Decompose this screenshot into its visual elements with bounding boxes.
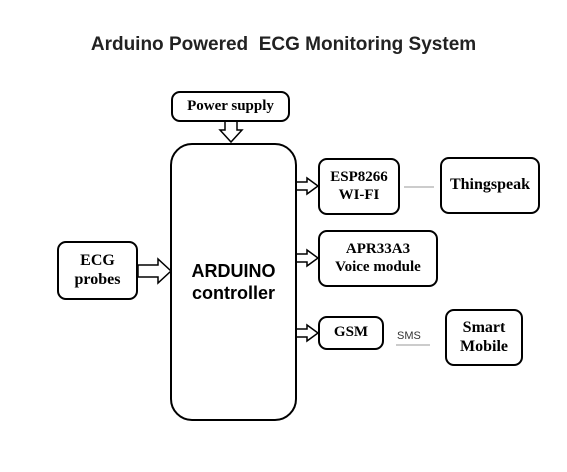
voice-module-label: APR33A3 Voice module — [335, 241, 421, 275]
gsm-label: GSM — [333, 324, 369, 341]
power-supply-block: Power supply — [171, 91, 290, 122]
esp8266-label: ESP8266 WI-FI — [330, 169, 388, 203]
smart-mobile-block: Smart Mobile — [445, 309, 523, 366]
arrow-controller-to-voice — [295, 248, 320, 268]
power-supply-label: Power supply — [187, 97, 274, 114]
ecg-probes-block: ECG probes — [57, 241, 138, 300]
gsm-block: GSM — [318, 316, 384, 350]
thingspeak-label: Thingspeak — [449, 176, 531, 194]
arduino-controller-block: ARDUINO controller — [170, 143, 297, 421]
arduino-controller-label: ARDUINO controller — [191, 260, 276, 304]
page-title: Arduino Powered ECG Monitoring System — [90, 34, 477, 55]
arrow-controller-to-esp8266 — [295, 176, 320, 196]
voice-module-block: APR33A3 Voice module — [318, 230, 438, 287]
thingspeak-block: Thingspeak — [440, 157, 540, 214]
sms-label: SMS — [397, 330, 421, 342]
arrow-controller-to-gsm — [295, 323, 320, 343]
ecg-probes-label: ECG probes — [74, 252, 121, 288]
arrow-probes-to-controller — [137, 257, 173, 285]
arrow-power-to-controller — [218, 120, 244, 144]
esp8266-block: ESP8266 WI-FI — [318, 158, 400, 215]
smart-mobile-label: Smart Mobile — [460, 319, 508, 355]
